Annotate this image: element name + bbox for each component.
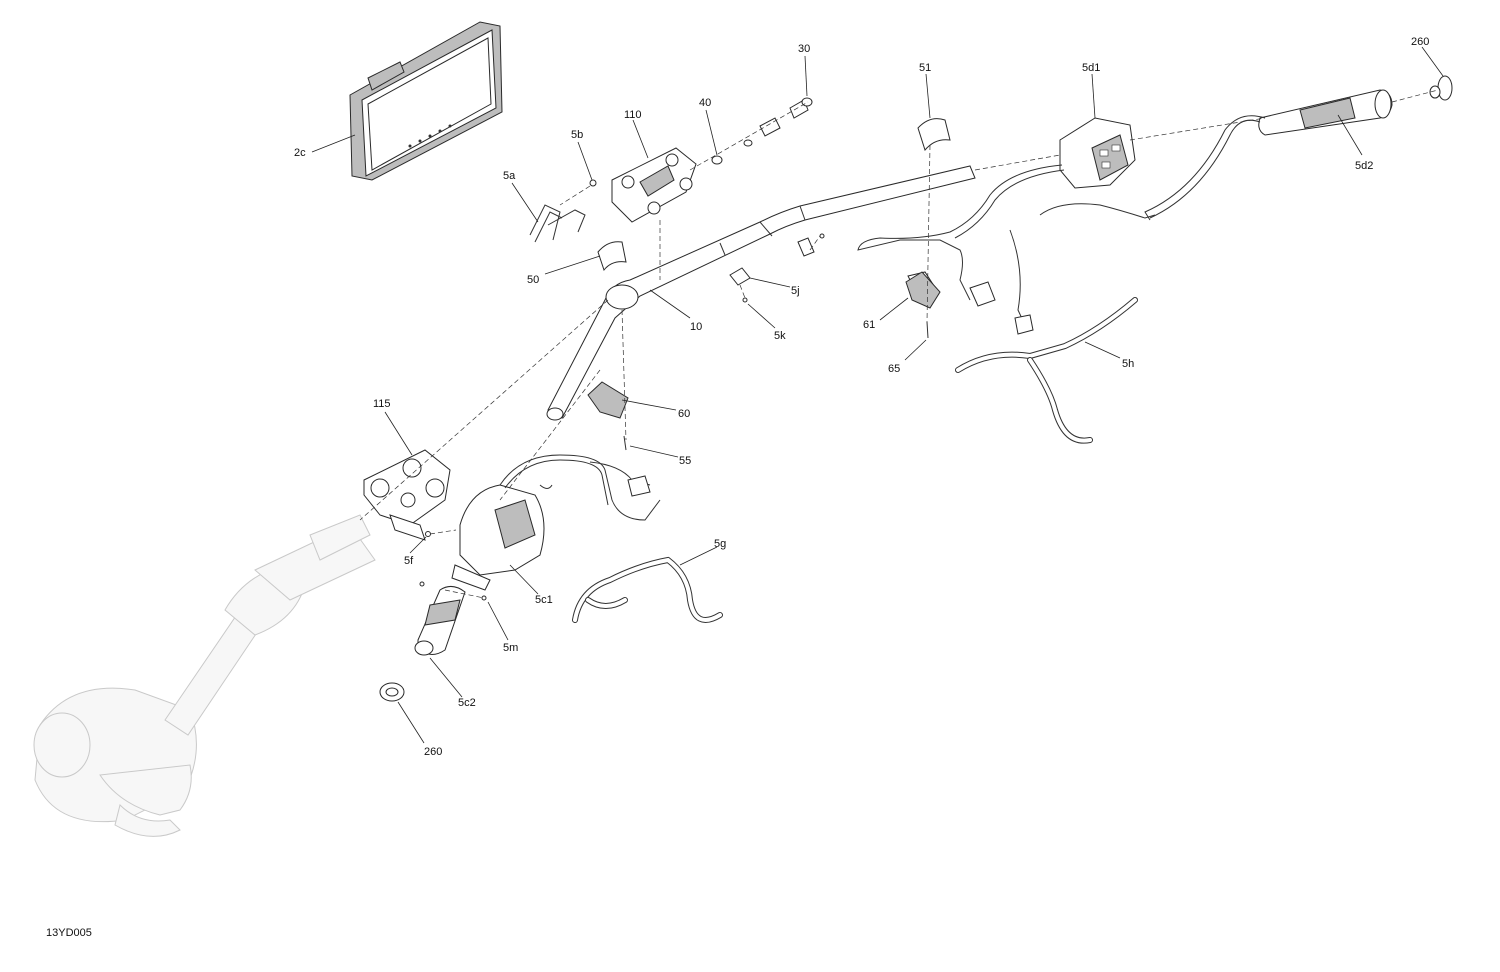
display-2c [349, 21, 503, 181]
leader-lines [311, 46, 1444, 744]
callout-5k: 5k [774, 330, 786, 342]
callout-260-left: 260 [424, 746, 442, 758]
bracket-61 [905, 271, 941, 309]
steering-column-ghost [33, 514, 376, 837]
callout-5c2: 5c2 [458, 697, 476, 709]
callout-5c1: 5c1 [535, 594, 553, 606]
callout-40: 40 [699, 97, 711, 109]
screw-5k [742, 297, 748, 303]
end-cap-260-left [379, 682, 405, 702]
screw-5f [425, 531, 431, 537]
screw-5m [481, 595, 487, 601]
callout-260-right: 260 [1411, 36, 1429, 48]
callout-110: 110 [624, 109, 642, 121]
callout-30: 30 [798, 43, 810, 55]
callout-5b: 5b [571, 129, 583, 141]
screw-65 [926, 321, 929, 339]
callout-5a: 5a [503, 170, 516, 182]
assembly-lines [359, 89, 1439, 599]
clip-5j-2 [797, 237, 815, 257]
callout-115: 115 [373, 398, 391, 410]
riser-115 [363, 449, 451, 541]
cover-50 [597, 241, 627, 272]
callout-5h: 5h [1122, 358, 1134, 370]
callout-labels: 2c 5b 5a 110 40 30 51 5d1 260 5d2 50 10 … [294, 36, 1429, 758]
bracket-5a [529, 179, 597, 243]
clip-5j [729, 267, 751, 286]
screw-55 [623, 435, 627, 451]
callout-2c: 2c [294, 147, 306, 159]
callout-5f: 5f [404, 555, 414, 567]
handlebar-10 [546, 165, 976, 421]
callout-10: 10 [690, 321, 702, 333]
end-cap-260-right [1429, 75, 1453, 101]
tube-5g [572, 556, 723, 623]
switch-5c1 [451, 484, 545, 591]
tube-5h [955, 297, 1138, 444]
grip-5c2 [414, 586, 466, 656]
bracket-60 [587, 381, 629, 419]
drawing-code: 13YD005 [46, 927, 92, 939]
harness-left [499, 454, 661, 521]
callout-5g: 5g [714, 538, 726, 550]
callout-65: 65 [888, 363, 900, 375]
callout-5d2: 5d2 [1355, 160, 1373, 172]
cover-51 [917, 118, 951, 152]
callout-51: 51 [919, 62, 931, 74]
clamp-110 [611, 147, 697, 223]
callout-5j: 5j [791, 285, 800, 297]
callout-50: 50 [527, 274, 539, 286]
callout-5d1: 5d1 [1082, 62, 1100, 74]
switch-5d1 [1059, 117, 1136, 189]
callout-55: 55 [679, 455, 691, 467]
callout-60: 60 [678, 408, 690, 420]
callout-61: 61 [863, 319, 875, 331]
callout-5m: 5m [503, 642, 518, 654]
spacers-40-30 [711, 97, 813, 165]
grip-5d2 [1258, 89, 1393, 136]
